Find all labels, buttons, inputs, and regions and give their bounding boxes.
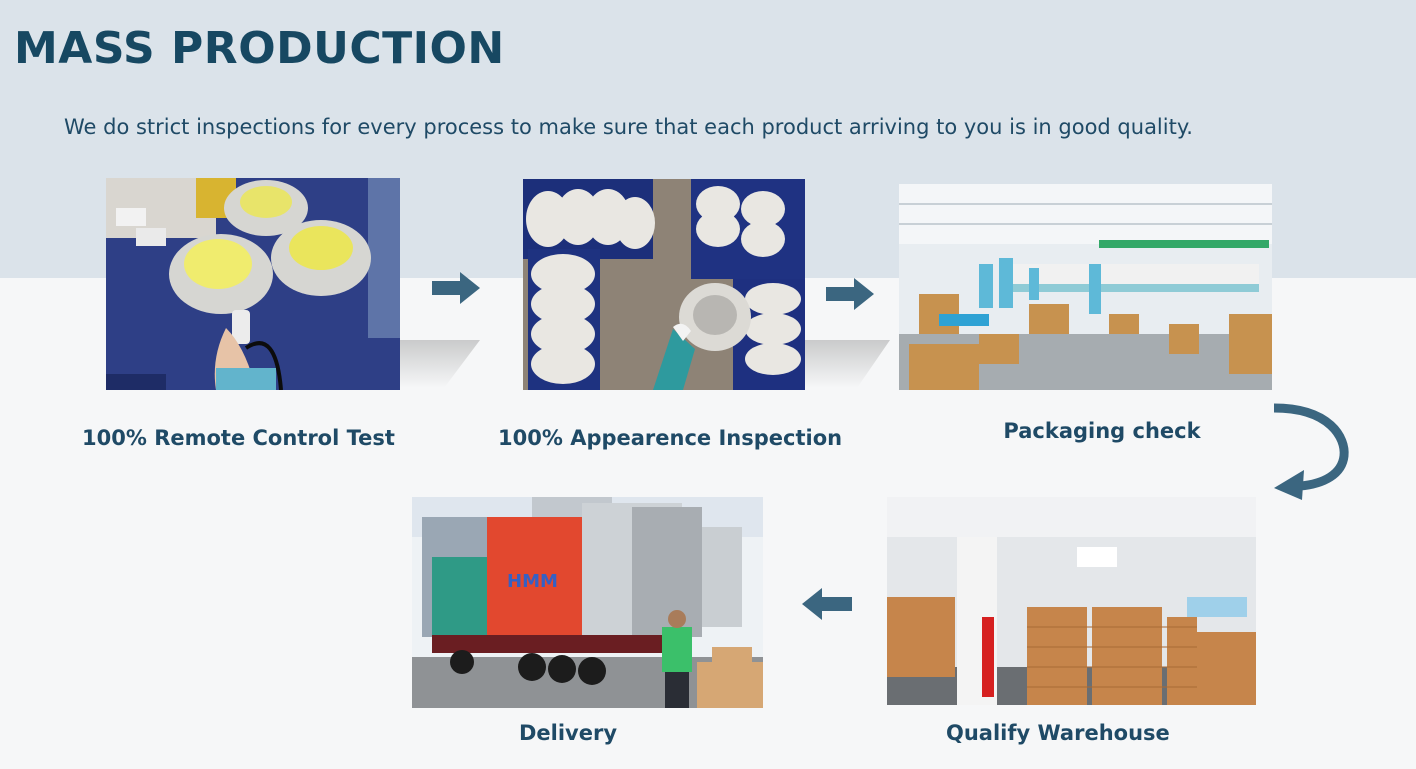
packaging-check-photo — [899, 184, 1272, 390]
appearance-inspection-photo — [523, 179, 805, 390]
arrow-left-icon — [802, 588, 852, 620]
qualify-warehouse-photo — [887, 497, 1256, 705]
arrow-right-icon — [432, 272, 480, 304]
delivery-photo: HMM — [412, 497, 763, 708]
page-title: MASS PRODUCTION — [14, 23, 505, 74]
step-caption: Delivery — [518, 721, 618, 745]
step-caption: Packaging check — [1003, 419, 1201, 443]
step-caption: 100% Remote Control Test — [82, 426, 395, 450]
arrow-right-icon — [826, 278, 874, 310]
step-caption: Qualify Warehouse — [946, 721, 1170, 745]
remote-control-test-photo — [106, 178, 400, 390]
svg-text:HMM: HMM — [507, 571, 558, 592]
step-caption: 100% Appearence Inspection — [498, 426, 843, 450]
curved-arrow-icon — [1273, 403, 1349, 500]
page-subtitle: We do strict inspections for every proce… — [64, 115, 1193, 139]
